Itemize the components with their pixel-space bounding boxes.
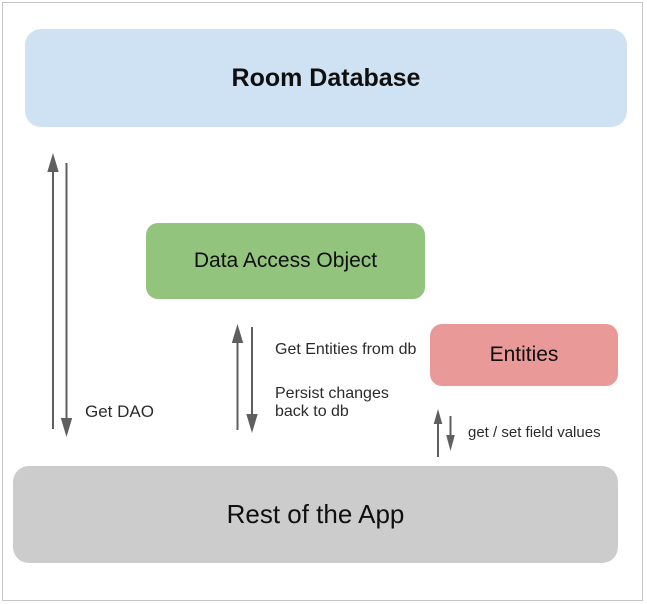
- edge-label-get-dao: Get DAO: [85, 402, 154, 421]
- edge-label-get-entities: Get Entities from db: [275, 341, 417, 358]
- node-entities: Entities: [430, 324, 618, 386]
- entities-to-app-down-arrow-icon: [446, 416, 455, 451]
- node-rest-of-app-label: Rest of the App: [226, 499, 405, 529]
- roomdb-to-app-down-arrow-icon: [60, 163, 73, 437]
- node-data-access-object: Data Access Object: [146, 223, 425, 299]
- edge-label-get-set-field-values: get / set field values: [468, 424, 601, 441]
- node-rest-of-app: Rest of the App: [13, 466, 618, 563]
- app-to-roomdb-up-arrow-icon: [47, 153, 59, 429]
- dao-to-app-down-arrow-icon: [246, 327, 258, 433]
- node-entities-label: Entities: [489, 343, 559, 366]
- app-to-dao-up-arrow-icon: [231, 324, 244, 430]
- node-room-database: Room Database: [25, 29, 627, 127]
- node-room-database-label: Room Database: [231, 63, 421, 92]
- app-to-entities-up-arrow-icon: [433, 409, 443, 457]
- edge-label-persist-changes: Persist changes back to db: [275, 385, 389, 421]
- node-data-access-object-label: Data Access Object: [193, 249, 378, 272]
